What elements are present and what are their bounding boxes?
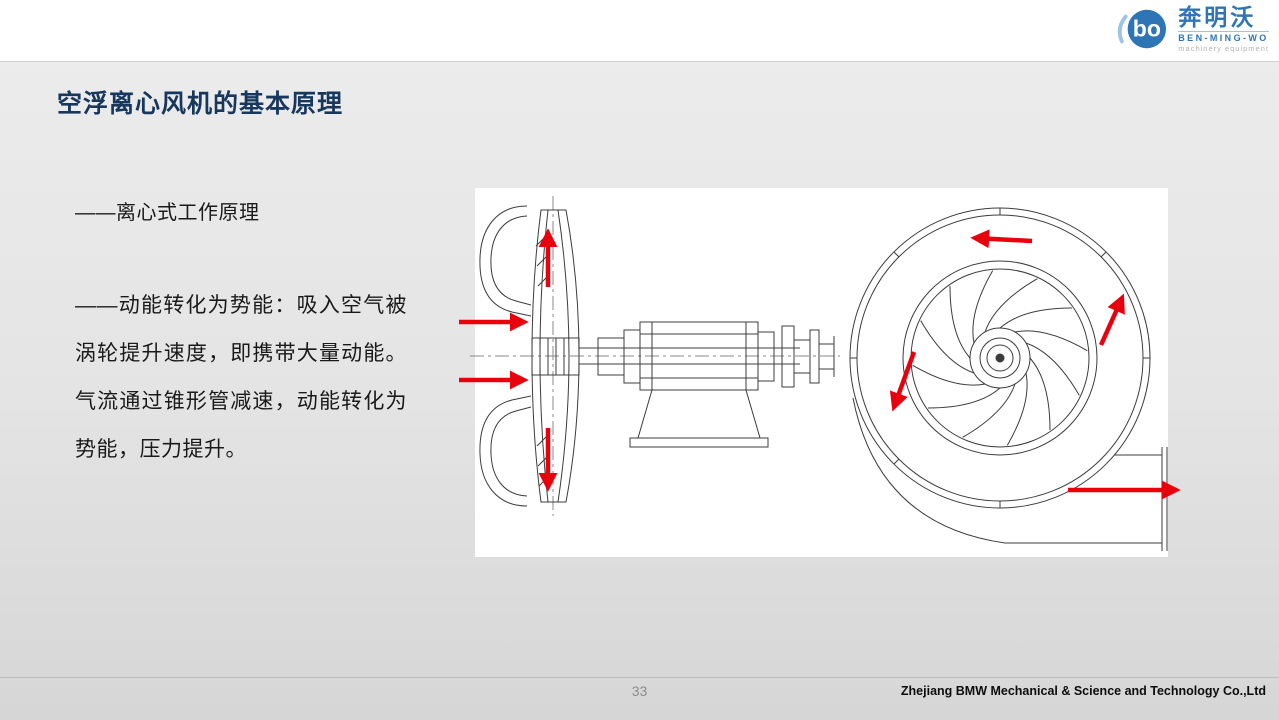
- principle-paragraph: ——动能转化为势能：吸入空气被涡轮提升速度，即携带大量动能。气流通过锥形管减速，…: [75, 294, 407, 461]
- blower-diagram-figure: [455, 185, 1185, 560]
- page-number: 33: [631, 683, 648, 699]
- principle-heading: ——离心式工作原理: [75, 202, 260, 224]
- airflow-arrows: [459, 228, 1181, 500]
- rotation-arrow-top: [970, 229, 1033, 249]
- footer-divider: [0, 677, 1279, 678]
- logo-name-en: BEN-MING-WO: [1178, 31, 1269, 44]
- rotation-arrow-right: [1098, 293, 1125, 346]
- logo-name-cn: 奔明沃: [1178, 4, 1257, 31]
- flange-ticks: [850, 208, 1150, 508]
- logo-tagline: machinery equipment: [1178, 43, 1269, 53]
- slide-title: 空浮离心风机的基本原理: [57, 90, 344, 118]
- footer-company-name: Zhejiang BMW Mechanical & Science and Te…: [900, 684, 1266, 698]
- figure-canvas: [475, 188, 1168, 557]
- logo-text-block: 奔明沃 BEN-MING-WO machinery equipment: [1178, 5, 1269, 52]
- blower-diagram: [459, 188, 1181, 557]
- logo-mark-icon: bo: [1118, 9, 1167, 49]
- rotation-arrow-left: [889, 351, 917, 412]
- company-logo: bo 奔明沃 BEN-MING-WO machinery equipment: [1114, 5, 1269, 53]
- front-view-drawing: [849, 207, 1168, 551]
- logo-mark-letters: bo: [1133, 16, 1161, 42]
- header-bar: bo 奔明沃 BEN-MING-WO machinery equipment: [0, 0, 1279, 62]
